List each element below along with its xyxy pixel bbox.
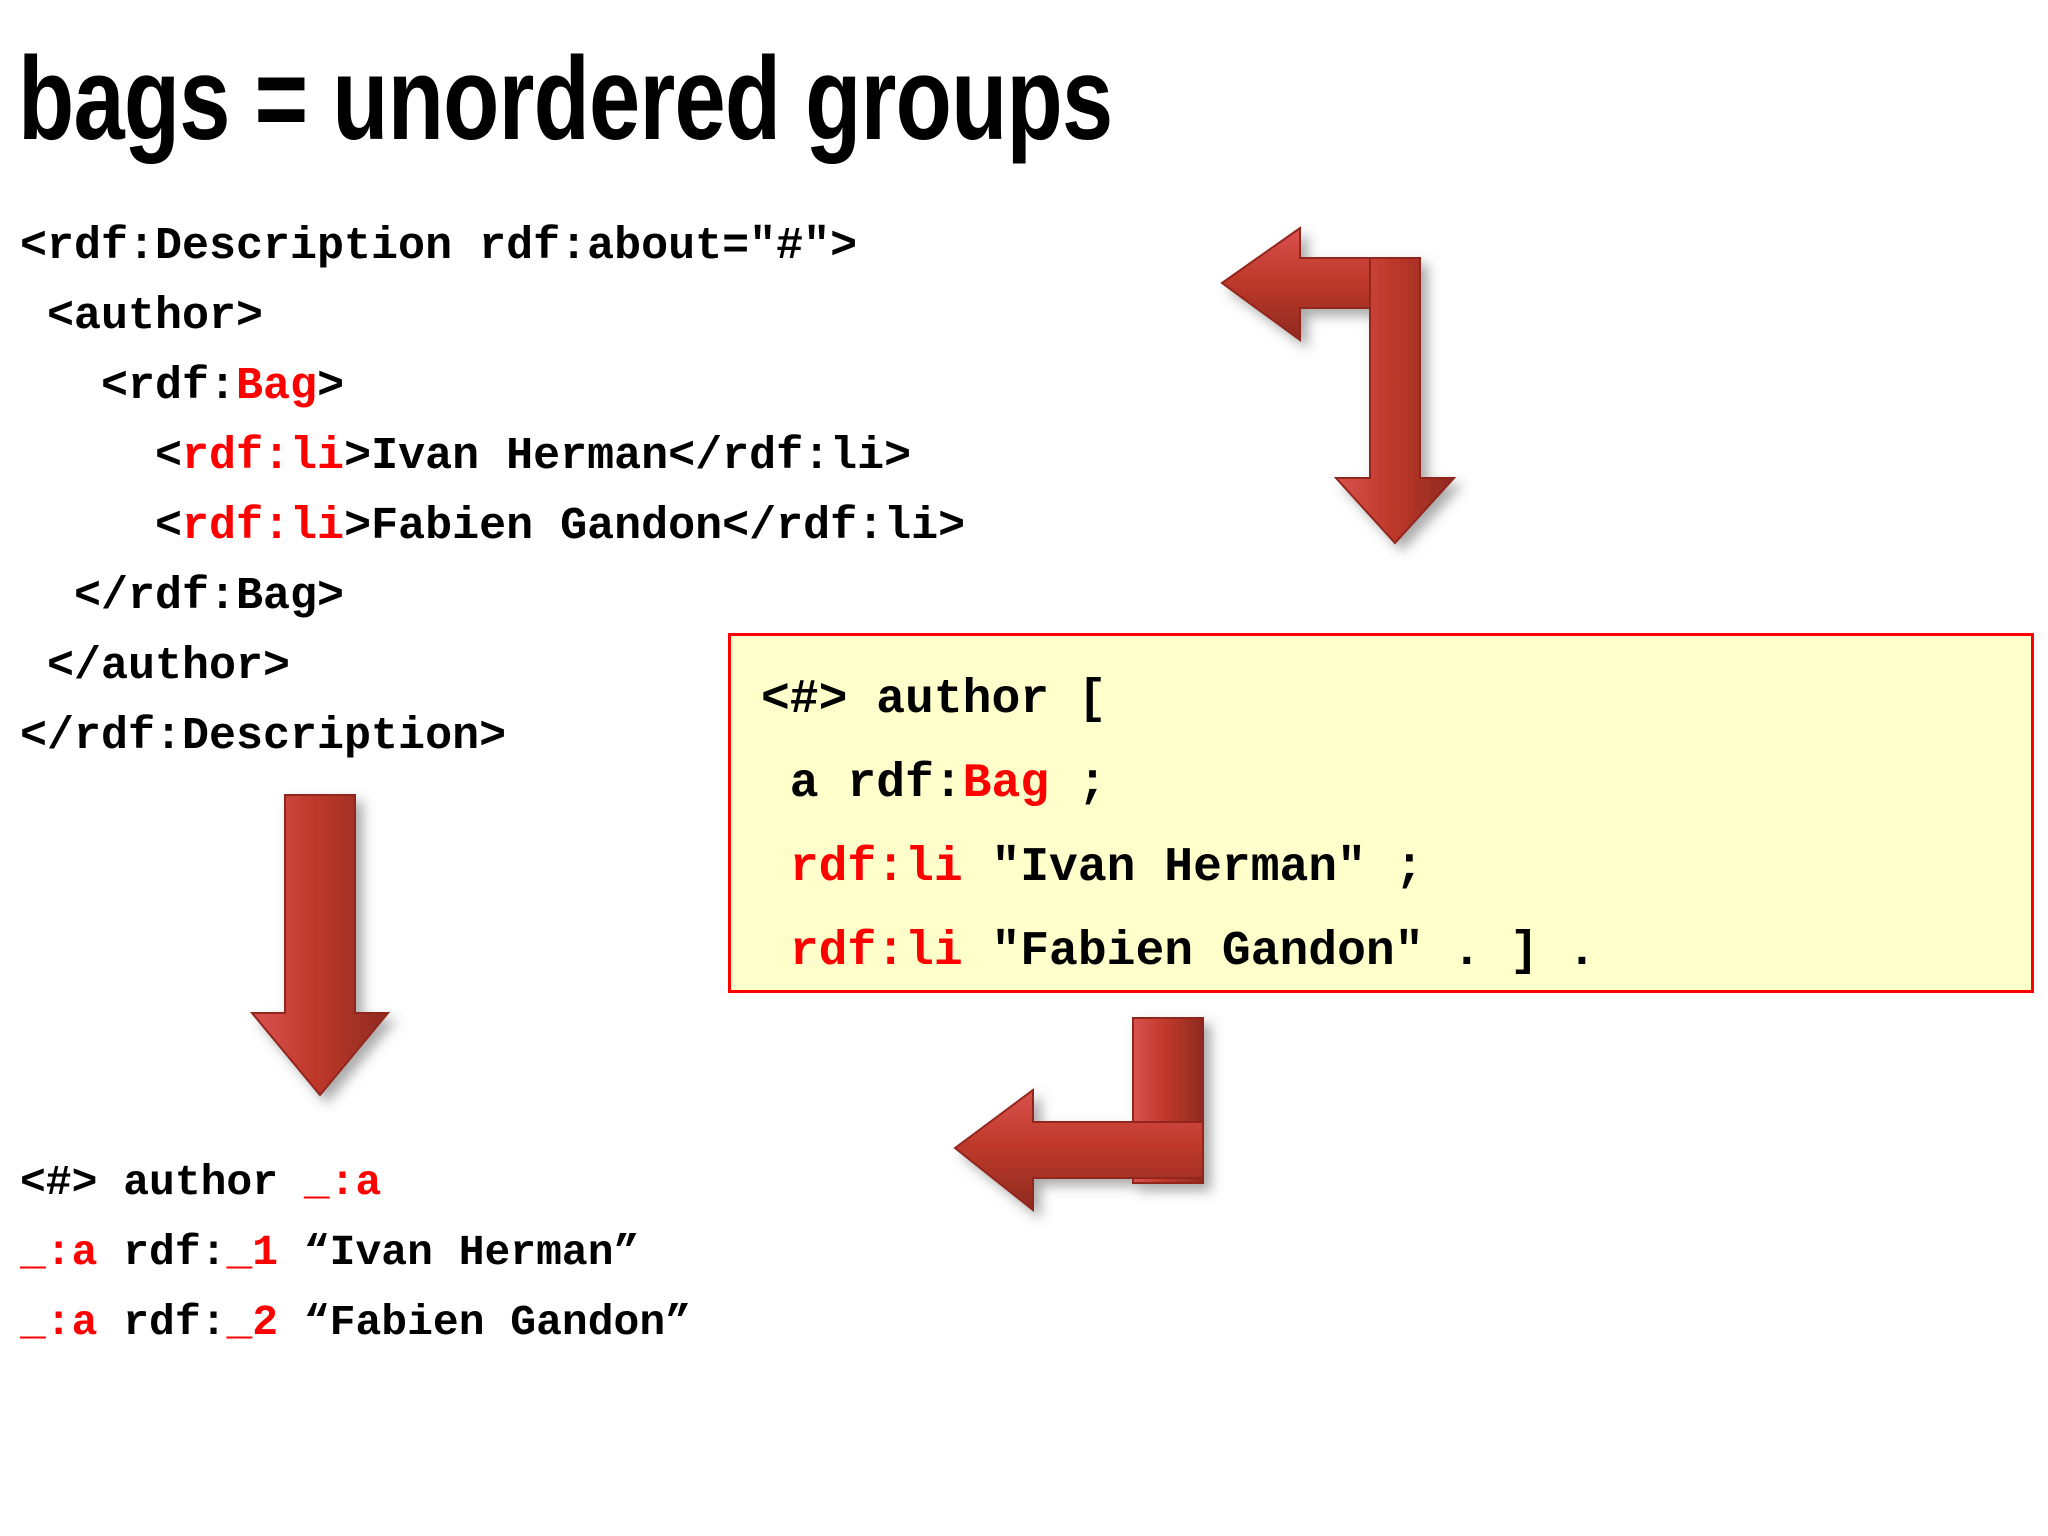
code-token: “Fabien Gandon” [278, 1298, 691, 1347]
code-token: <rdf: [20, 361, 237, 412]
code-token-highlight: rdf:li [789, 925, 963, 979]
code-token: </rdf:Description> [20, 711, 507, 762]
code-line: _:a rdf:_2 “Fabien Gandon” [20, 1288, 691, 1358]
code-line: </rdf:Bag> [20, 562, 965, 632]
code-token: < [20, 431, 183, 482]
code-token: "Ivan Herman" ; [962, 841, 1424, 895]
code-token-highlight: _:a [20, 1228, 98, 1277]
code-token: <author> [20, 291, 264, 342]
code-line: rdf:li "Ivan Herman" ; [761, 826, 1596, 910]
code-token: <#> author [20, 1158, 304, 1207]
code-token-highlight: rdf:li [182, 501, 345, 552]
code-token-highlight: _2 [226, 1298, 279, 1347]
code-line: a rdf:Bag ; [761, 742, 1596, 826]
code-line: </rdf:Description> [20, 702, 965, 772]
code-token-highlight: rdf:li [182, 431, 345, 482]
code-token: <#> author [ [761, 673, 1107, 727]
turtle-callout-box: <#> author [ a rdf:Bag ; rdf:li "Ivan He… [728, 633, 2034, 993]
code-line: </author> [20, 632, 965, 702]
code-token: < [20, 501, 183, 552]
code-line: rdf:li "Fabien Gandon" . ] . [761, 910, 1597, 994]
code-line: <#> author [ [761, 658, 1596, 742]
code-token-highlight: _:a [303, 1158, 382, 1207]
code-token [761, 925, 790, 979]
code-token: rdf: [97, 1298, 227, 1347]
ntriples-code-block: <#> author _:a_:a rdf:_1 “Ivan Herman”_:… [20, 1148, 691, 1358]
code-line: _:a rdf:_1 “Ivan Herman” [20, 1218, 691, 1288]
code-line: <rdf:li>Fabien Gandon</rdf:li> [20, 492, 965, 562]
code-token-highlight: _:a [20, 1298, 98, 1347]
code-token: rdf: [97, 1228, 227, 1277]
rdf-xml-code-block: <rdf:Description rdf:about="#"> <author>… [20, 212, 965, 772]
code-token: “Ivan Herman” [278, 1228, 640, 1277]
code-line: <rdf:Description rdf:about="#"> [20, 212, 965, 282]
code-token: >Ivan Herman</rdf:li> [344, 431, 912, 482]
code-token-highlight: _1 [226, 1228, 279, 1277]
code-token: <rdf:Description rdf:about="#"> [20, 221, 858, 272]
arrow-turtle-to-ntriples-icon [953, 1017, 1305, 1298]
turtle-code-block: <#> author [ a rdf:Bag ; rdf:li "Ivan He… [761, 658, 1596, 994]
arrow-xml-to-turtle-icon [1220, 226, 1532, 558]
arrow-xml-to-ntriples-icon [249, 794, 412, 1115]
code-token: ; [1049, 757, 1107, 811]
code-line: <#> author _:a [20, 1148, 691, 1218]
code-token-highlight: rdf:li [789, 841, 963, 895]
code-token: > [317, 361, 345, 412]
code-line: <rdf:li>Ivan Herman</rdf:li> [20, 422, 965, 492]
page-title: bags = unordered groups [18, 33, 1113, 165]
code-line: <rdf:Bag> [20, 352, 965, 422]
code-line: <author> [20, 282, 965, 352]
code-token: "Fabien Gandon" . ] . [962, 925, 1597, 979]
code-token [761, 841, 790, 895]
code-token-highlight: Bag [962, 757, 1050, 811]
code-token: a rdf: [761, 757, 963, 811]
code-token: </rdf:Bag> [20, 571, 345, 622]
code-token-highlight: Bag [236, 361, 318, 412]
code-token: >Fabien Gandon</rdf:li> [344, 501, 966, 552]
code-token: </author> [20, 641, 291, 692]
